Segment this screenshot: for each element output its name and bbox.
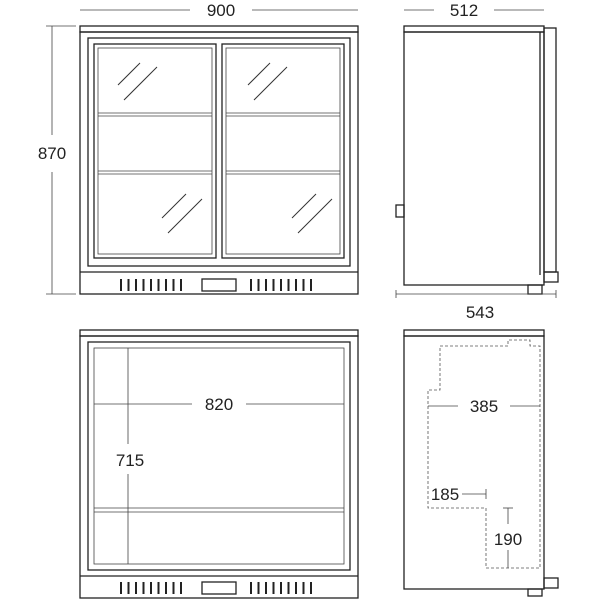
vent-slot <box>172 582 175 594</box>
vent-slot <box>150 279 152 291</box>
vent-slot <box>165 582 167 594</box>
vent-slot <box>120 582 122 594</box>
step-width-dimension: 185 <box>431 485 487 504</box>
height-dimension: 870 <box>38 25 76 295</box>
vent-slot <box>172 279 175 291</box>
vent-slot <box>127 582 130 594</box>
vent-slot <box>302 582 305 594</box>
vent-slot <box>287 582 290 594</box>
front-view <box>79 25 359 295</box>
vent-slot <box>250 279 252 291</box>
step-depth-label: 385 <box>470 397 498 416</box>
height-label: 870 <box>38 144 66 163</box>
interior-side-section <box>403 329 559 597</box>
interior-width-label: 820 <box>205 395 233 414</box>
vent-slot <box>142 582 145 594</box>
interior-vent-icon <box>201 581 237 595</box>
vent-slot <box>157 279 160 291</box>
vent-slot <box>120 279 122 291</box>
width-dimension: 900 <box>80 1 358 20</box>
front-vent-icon <box>201 278 237 292</box>
step-depth-dimension: 385 <box>428 397 540 416</box>
interior-height-dimension: 715 <box>116 348 144 564</box>
vent-slot <box>272 582 275 594</box>
vent-slot <box>180 279 182 291</box>
vent-slot <box>135 582 137 594</box>
vent-slot <box>142 279 145 291</box>
interior-vent-slots <box>120 582 312 594</box>
depth-dimension: 512 <box>404 1 544 20</box>
interior-front-view <box>79 329 359 599</box>
right-glass-door <box>221 43 345 259</box>
step-height-label: 190 <box>494 530 522 549</box>
left-glass-door <box>93 43 217 259</box>
vent-slot <box>280 582 282 594</box>
vent-slot <box>295 279 297 291</box>
step-height-dimension: 190 <box>494 507 522 568</box>
depth-label: 512 <box>450 1 478 20</box>
vent-slot <box>157 582 160 594</box>
glass-glare-icon <box>117 62 333 234</box>
front-vent-slots <box>120 279 312 291</box>
vent-slot <box>265 279 267 291</box>
vent-slot <box>302 279 305 291</box>
foot <box>527 284 543 295</box>
vent-slot <box>265 582 267 594</box>
step-width-label: 185 <box>431 485 459 504</box>
depth-with-handle-dimension: 543 <box>395 290 557 322</box>
door-handle <box>395 204 405 218</box>
vent-slot <box>127 279 130 291</box>
vent-slot <box>272 279 275 291</box>
vent-slot <box>150 582 152 594</box>
vent-slot <box>295 582 297 594</box>
vent-slot <box>257 279 260 291</box>
vent-slot <box>250 582 252 594</box>
depth-with-handle-label: 543 <box>466 303 494 322</box>
side-view <box>395 25 559 295</box>
vent-slot <box>180 582 182 594</box>
vent-slot <box>280 279 282 291</box>
interior-width-dimension: 820 <box>94 395 344 414</box>
interior-height-label: 715 <box>116 451 144 470</box>
vent-slot <box>287 279 290 291</box>
vent-slot <box>257 582 260 594</box>
vent-slot <box>165 279 167 291</box>
vent-slot <box>310 279 312 291</box>
vent-slot <box>310 582 312 594</box>
width-label: 900 <box>207 1 235 20</box>
vent-slot <box>135 279 137 291</box>
